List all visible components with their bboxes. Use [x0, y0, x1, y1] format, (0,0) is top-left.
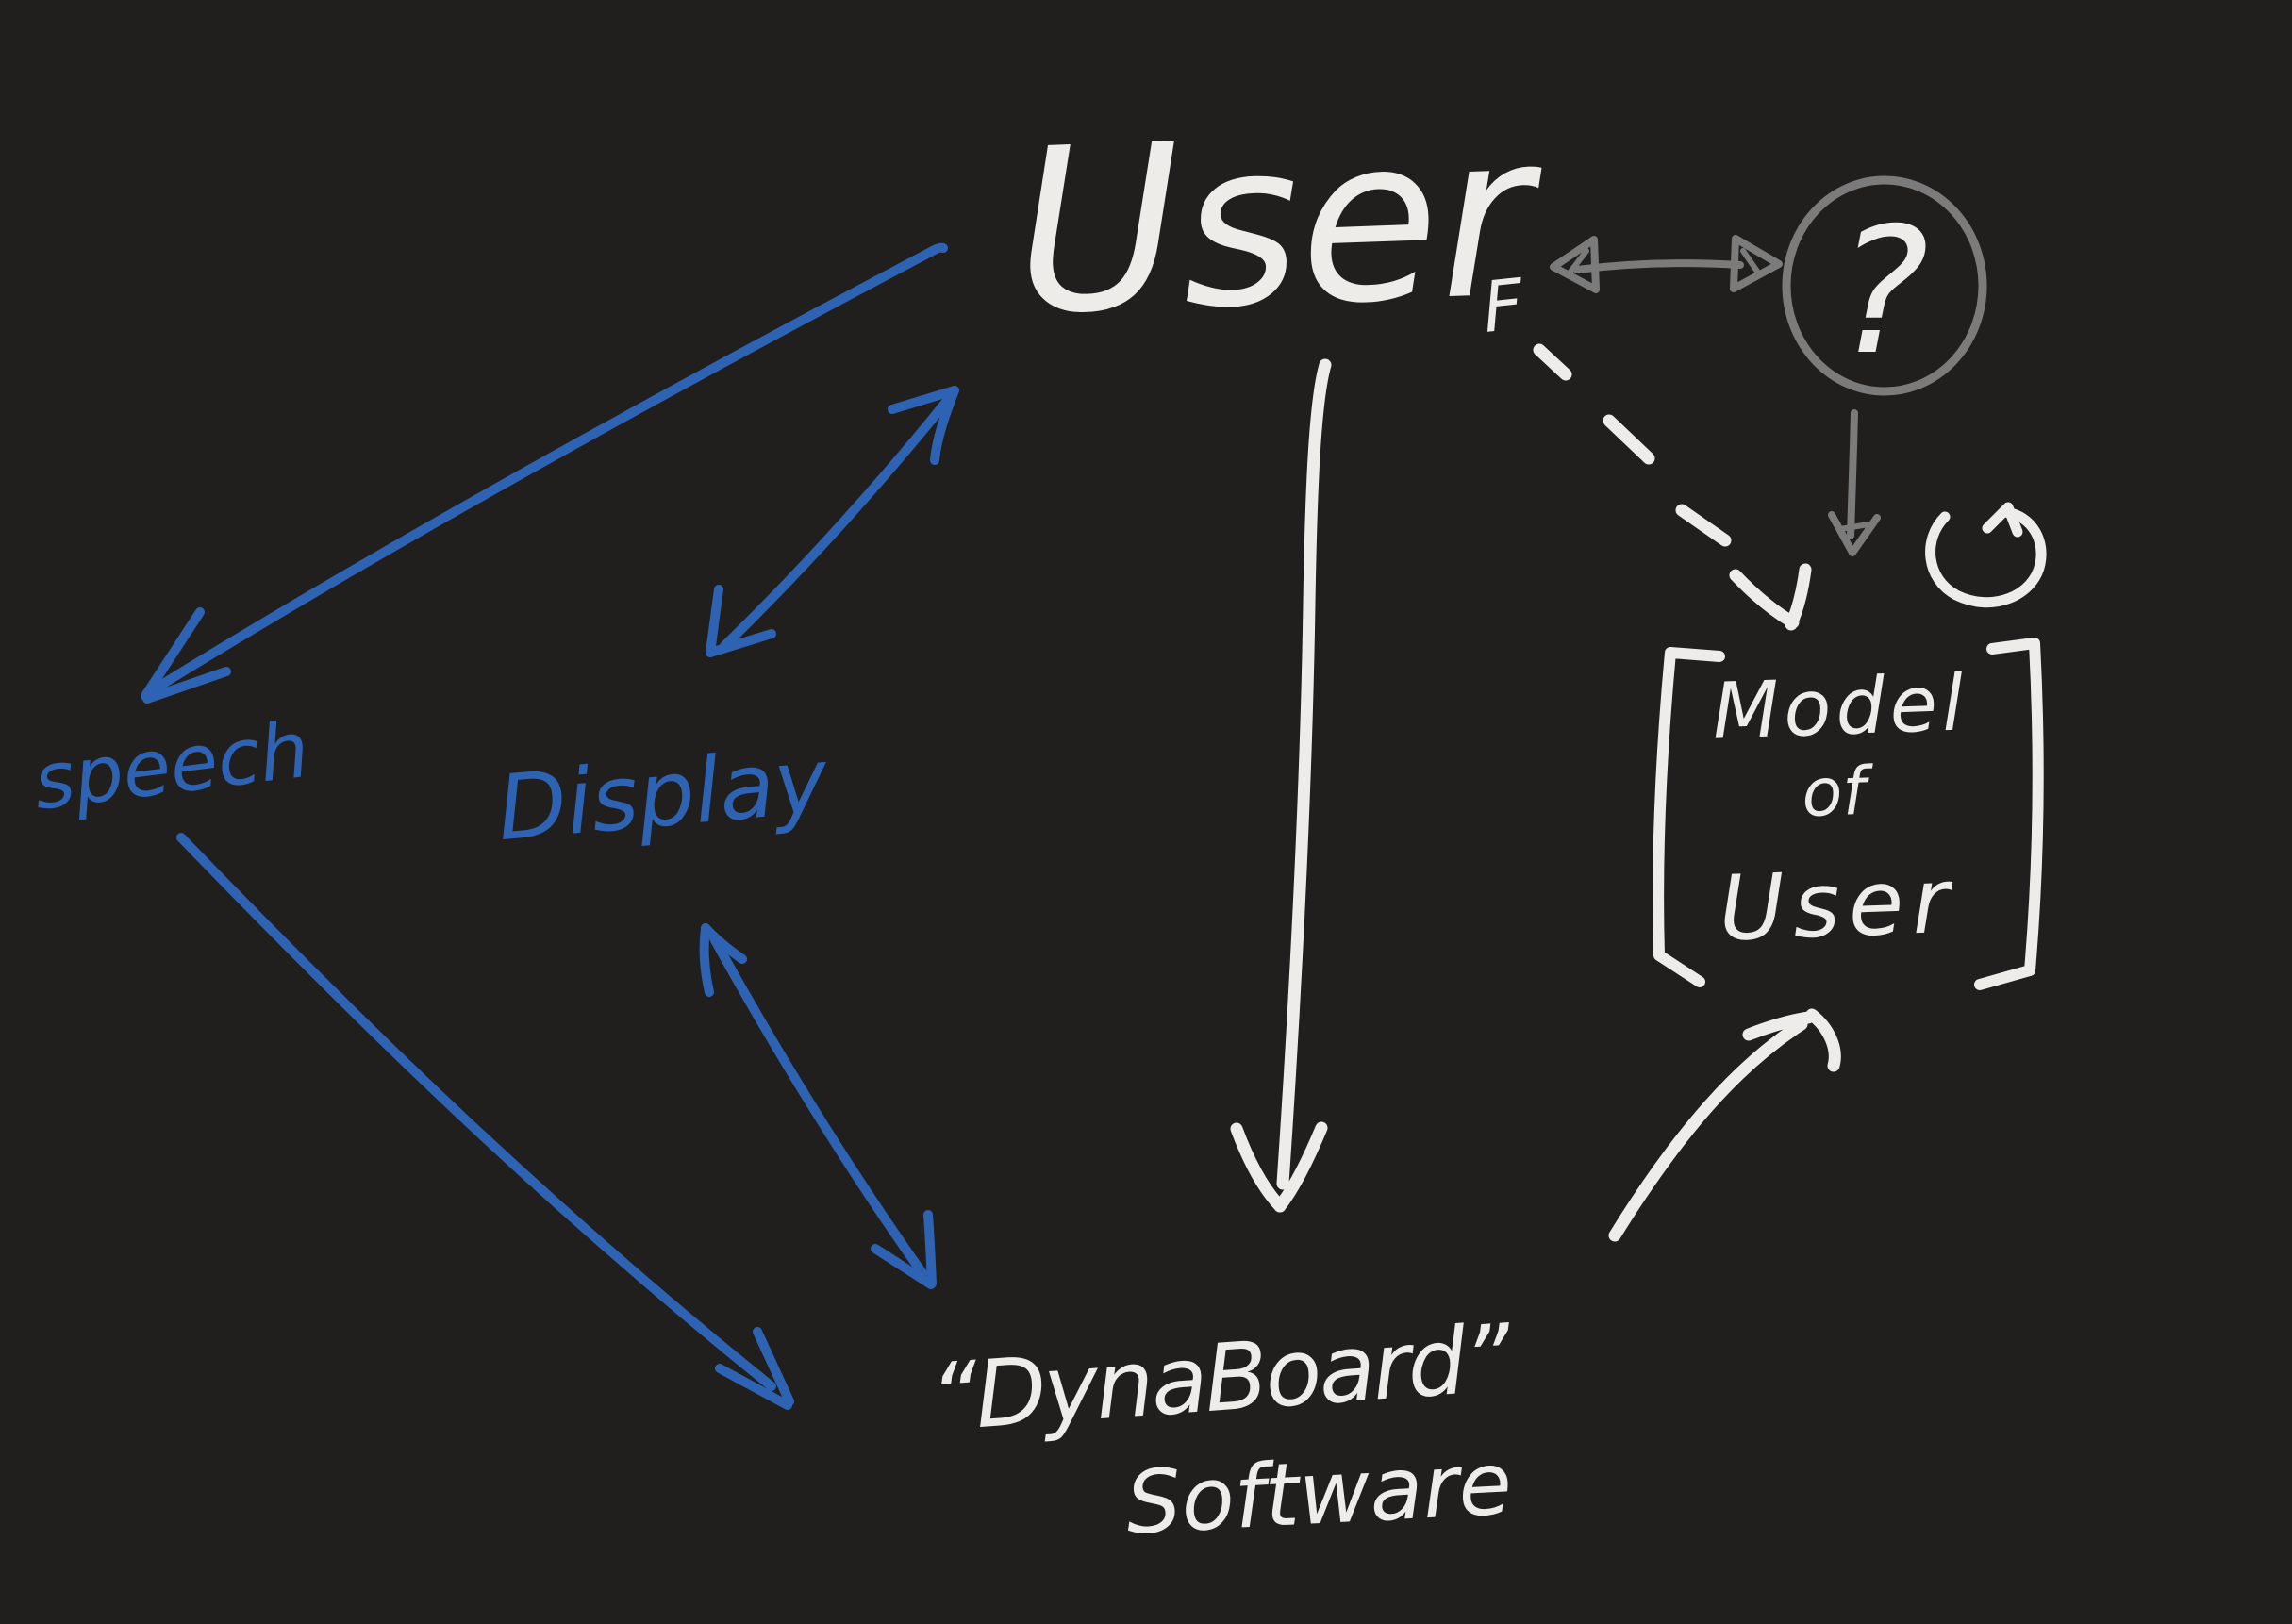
arrow-user-question-lefthead — [1550, 236, 1600, 293]
arrow-user-display-tophead-wing1 — [888, 386, 959, 414]
arrow-dynaboard-model-head-wing1 — [1742, 1011, 1815, 1041]
arrow-user-question-shaft — [1573, 259, 1744, 273]
arrow-user-display-shaft — [720, 391, 955, 651]
dynaboard-label: “DynaBoard” — [927, 1305, 1517, 1453]
arrow-display-dynaboard-bothead-wing2 — [871, 1244, 936, 1289]
arrow-user-dynaboard-head-wing1 — [1230, 1122, 1287, 1213]
arrow-question-model-shaft — [1847, 409, 1858, 539]
user-label: User — [1011, 83, 1549, 365]
dashed-arrow-head-wing1 — [1729, 569, 1800, 629]
dashed-arrow-dash3 — [1675, 504, 1732, 547]
software-label: Software — [1123, 1433, 1514, 1553]
refresh-loop-icon — [1925, 502, 2047, 608]
arrow-question-model — [1828, 409, 1881, 556]
question-circle-icon — [1782, 175, 1987, 396]
model-bracket-left — [1653, 647, 1725, 987]
arrow-user-display-tophead-wing2 — [930, 386, 959, 465]
arrow-user-dynaboard — [1230, 358, 1332, 1213]
dashed-arrow-dash1 — [1533, 343, 1572, 381]
arrow-speech-dynaboard — [176, 833, 794, 1410]
arrow-question-model-head-scribble — [1837, 522, 1871, 532]
model-bracket-right — [1974, 638, 2044, 990]
model-of-user-line2: of — [1801, 753, 1876, 833]
model-of-user-line1: Model — [1711, 658, 1969, 756]
arrow-user-speech — [141, 242, 948, 704]
arrow-user-speech-head-wing1 — [141, 607, 205, 701]
display-label: Display — [493, 729, 833, 861]
dashed-arrow-dash2 — [1603, 414, 1655, 465]
arrow-display-dynaboard-shaft — [709, 934, 927, 1278]
arrow-user-dynaboard-shaft — [1276, 358, 1332, 1190]
refresh-loop-arrowhead — [1982, 502, 2023, 538]
arrow-user-display-bothead-wing2 — [706, 629, 776, 657]
dashed-arrow-head-wing2 — [1785, 563, 1812, 631]
arrow-dynaboard-model-head-wing2 — [1805, 1008, 1841, 1072]
arrow-dynaboard-model-shaft — [1608, 1018, 1808, 1242]
arrow-user-display-bothead-wing1 — [706, 585, 723, 657]
arrow-user-model-dashed — [1533, 343, 1812, 631]
arrow-user-dynaboard-head-wing2 — [1273, 1121, 1328, 1213]
arrow-user-display — [706, 386, 959, 657]
arrow-user-question-lefthead-scribble — [1565, 248, 1589, 278]
refresh-loop-arc — [1925, 506, 2047, 608]
question-mark-label: ? — [1836, 190, 1929, 393]
arrow-display-dynaboard-tophead-wing1 — [699, 923, 714, 997]
arrow-speech-dynaboard-shaft — [176, 833, 776, 1391]
arrow-user-question-righthead — [1730, 235, 1783, 292]
arrow-dynaboard-model — [1608, 1008, 1841, 1242]
arrow-speech-dynaboard-head-wing2 — [715, 1364, 792, 1410]
arrow-user-speech-head-wing2 — [142, 667, 231, 704]
arrow-display-dynaboard — [699, 923, 937, 1289]
arrow-speech-dynaboard-head-wing1 — [753, 1327, 794, 1406]
arrow-display-dynaboard-bothead-wing1 — [923, 1210, 937, 1288]
arrow-user-speech-shaft — [146, 242, 948, 696]
arrow-display-dynaboard-tophead-wing2 — [701, 923, 747, 964]
arrow-user-question — [1550, 235, 1783, 293]
speech-label: speech — [29, 705, 314, 828]
model-of-user-line3: User — [1718, 850, 1959, 962]
arrow-user-question-righthead-scribble — [1740, 248, 1763, 278]
